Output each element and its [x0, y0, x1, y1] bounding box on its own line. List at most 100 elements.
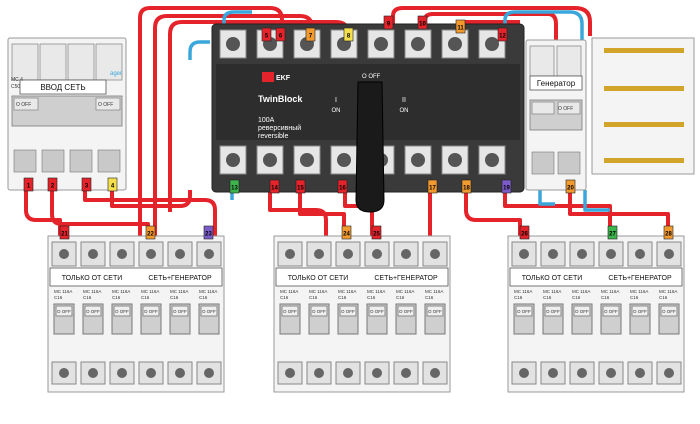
terminal-screw	[337, 153, 351, 167]
breaker-rating: C16	[367, 295, 376, 300]
breaker-off-label: O OFF	[115, 309, 129, 314]
wire-tag-sleeve	[229, 179, 240, 194]
module-label-strip	[509, 267, 683, 287]
input-breaker-brand: MC 4	[11, 77, 23, 83]
breaker-brand: MC 116A	[83, 289, 101, 294]
breaker-rating: C16	[514, 295, 523, 300]
wire-red	[50, 190, 150, 236]
breaker-toggle[interactable]	[339, 305, 357, 317]
wire-tag-sleeve	[81, 177, 92, 192]
wire-tag-sleeve	[269, 179, 280, 194]
module-group-left: ТОЛЬКО ОТ СЕТИ	[62, 275, 123, 282]
breaker-brand: MC 116A	[425, 289, 443, 294]
switch-pos-1: I	[335, 97, 337, 104]
wire-tag: 9	[383, 15, 394, 30]
wire-tag: 13	[229, 179, 240, 194]
breaker-toggle[interactable]	[631, 305, 649, 317]
wire-tag-number: 27	[609, 232, 616, 238]
wire-tag-sleeve	[275, 27, 286, 42]
switch-bottom-terminal	[441, 145, 469, 175]
wire-tag-number: 10	[419, 22, 426, 28]
breaker-rating: C16	[83, 295, 92, 300]
wire-tag: 5	[261, 27, 272, 42]
breaker-toggle[interactable]	[171, 305, 189, 317]
wire-red	[298, 190, 346, 236]
module-group-left: ТОЛЬКО ОТ СЕТИ	[522, 275, 583, 282]
breaker-off-label: O OFF	[633, 309, 647, 314]
switch-handle[interactable]	[355, 81, 385, 213]
terminal-screw	[226, 37, 240, 51]
terminal-screw	[430, 368, 440, 378]
breaker-toggle[interactable]	[426, 305, 444, 317]
wire-blue	[538, 190, 555, 206]
wire-red	[110, 190, 192, 208]
wire-tag: 27	[607, 225, 618, 240]
wire-tag: 25	[371, 225, 382, 240]
terminal-screw	[204, 249, 214, 259]
wire-tag-sleeve	[343, 27, 354, 42]
terminal-screw	[59, 249, 69, 259]
terminal-screw	[606, 368, 616, 378]
breaker-toggle[interactable]	[200, 305, 218, 317]
breaker-toggle[interactable]	[602, 305, 620, 317]
wire-tag-number: 16	[339, 186, 346, 192]
input-breaker-tag: ager	[110, 71, 122, 77]
breaker-toggle[interactable]	[515, 305, 533, 317]
wire-tag: 22	[145, 225, 156, 240]
terminal-screw	[401, 368, 411, 378]
breaker-brand: MC 116A	[630, 289, 648, 294]
wire-tag-sleeve	[461, 179, 472, 194]
wire-tag-number: 25	[373, 232, 380, 238]
breaker-rating: C16	[572, 295, 581, 300]
wire-tag: 3	[81, 177, 92, 192]
breaker-brand: MC 116A	[601, 289, 619, 294]
wire-tag-number: 14	[271, 186, 278, 192]
wire-tag-sleeve	[455, 19, 466, 34]
wire-tag-sleeve	[501, 179, 512, 194]
breaker-toggle[interactable]	[544, 305, 562, 317]
breaker-toggle[interactable]	[142, 305, 160, 317]
breaker-toggle[interactable]	[397, 305, 415, 317]
breaker-toggle[interactable]	[55, 305, 73, 317]
wire-tag-number: 13	[231, 186, 238, 192]
wire-tag-sleeve	[427, 179, 438, 194]
wire-tag-sleeve	[23, 177, 34, 192]
breaker-rating: C16	[309, 295, 318, 300]
wire-tag-number: 28	[665, 232, 672, 238]
wire-tag-number: 20	[567, 186, 574, 192]
wire-tag-number: 1	[27, 184, 31, 190]
wire-blue	[188, 40, 210, 60]
breaker-toggle[interactable]	[573, 305, 591, 317]
terminal-screw	[88, 368, 98, 378]
switch-model: TwinBlock	[258, 94, 303, 104]
breaker-off-label: O OFF	[202, 309, 216, 314]
breaker-rating: C16	[396, 295, 405, 300]
wire-tag-number: 2	[51, 184, 55, 190]
terminal-screw	[606, 249, 616, 259]
module-label-strip	[49, 267, 223, 287]
generator-breaker: Генератор O OFF	[525, 39, 587, 191]
input-breaker-rating: C50	[11, 84, 20, 90]
module-label-strip	[275, 267, 449, 287]
wire-tag: 7	[305, 27, 316, 42]
breaker-brand: MC 116A	[396, 289, 414, 294]
wire-tag-sleeve	[607, 225, 618, 240]
breaker-toggle[interactable]	[113, 305, 131, 317]
breaker-off-label: O OFF	[144, 309, 158, 314]
breaker-toggle[interactable]	[84, 305, 102, 317]
breaker-toggle[interactable]	[368, 305, 386, 317]
breaker-toggle[interactable]	[310, 305, 328, 317]
breaker-brand: MC 116A	[112, 289, 130, 294]
terminal-screw	[314, 368, 324, 378]
breaker-brand: MC 116A	[572, 289, 590, 294]
terminal-screw	[448, 153, 462, 167]
wire-tag-sleeve	[47, 177, 58, 192]
breaker-toggle[interactable]	[281, 305, 299, 317]
breaker-off-label: O OFF	[341, 309, 355, 314]
breaker-toggle[interactable]	[660, 305, 678, 317]
terminal-screw	[411, 153, 425, 167]
terminal-screw	[175, 249, 185, 259]
